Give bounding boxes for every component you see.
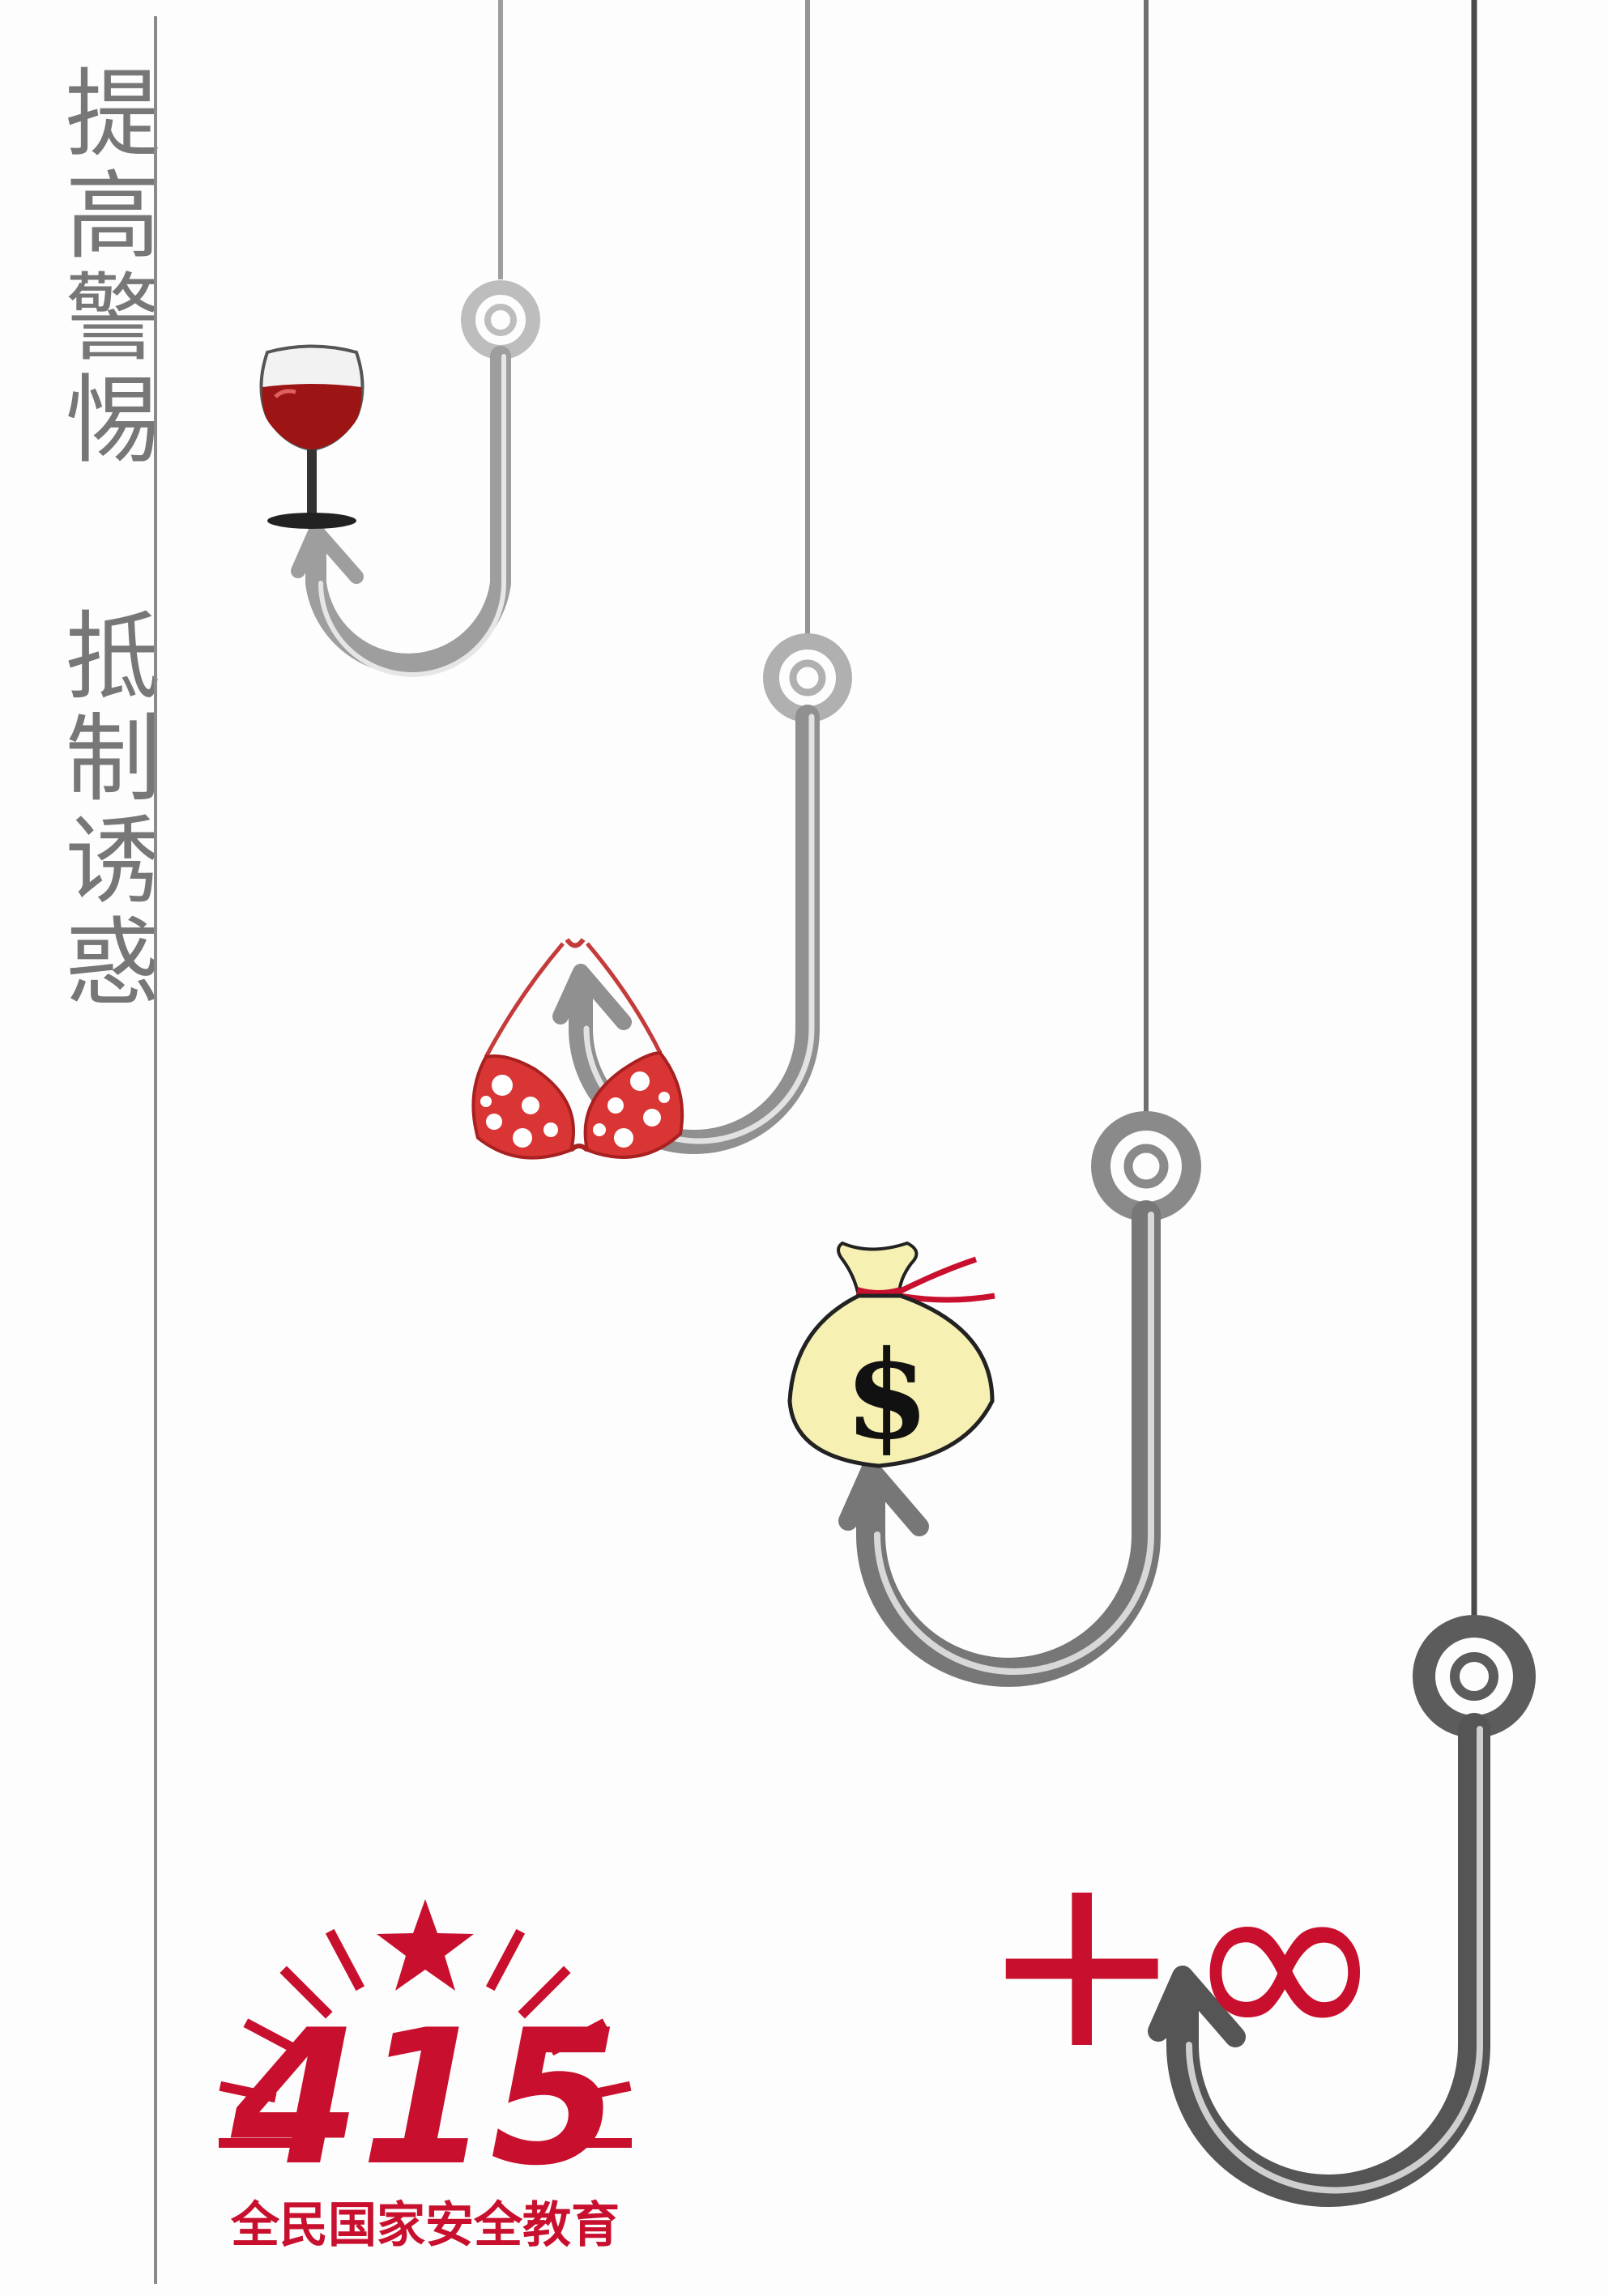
slogan-line-1: 提高警惕 (49, 63, 160, 471)
slogan-line-2: 抵制诱惑 (49, 606, 160, 1014)
hook-2 (552, 633, 852, 1154)
hook-4 (1148, 1615, 1536, 2207)
plus-infinity: +∞ (980, 1820, 1386, 2102)
hook-1 (291, 280, 540, 677)
hook-3 (838, 1111, 1201, 1687)
money-bag-icon (787, 1241, 995, 1468)
logo-caption: 全民国家安全教育 (230, 2197, 620, 2254)
logo-rays (219, 1899, 632, 2148)
logo-number: 415 (230, 1991, 620, 2207)
dollar-sign: $ (845, 1324, 929, 1467)
wine-glass-icon (259, 344, 364, 529)
bikini-icon (471, 938, 684, 1160)
